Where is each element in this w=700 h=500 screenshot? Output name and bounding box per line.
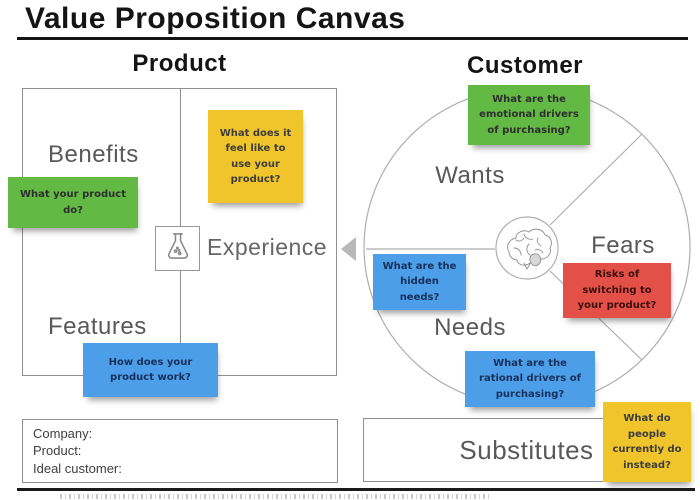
substitutes-label: Substitutes bbox=[459, 434, 594, 465]
sticky-note-benefits: What your product do? bbox=[8, 177, 138, 228]
bottom-rule bbox=[17, 488, 695, 491]
needs-label: Needs bbox=[434, 314, 506, 341]
fears-label: Fears bbox=[591, 232, 655, 259]
flask-icon-box bbox=[155, 226, 200, 271]
sticky-note-fears: Risks of switching to your product? bbox=[563, 263, 671, 318]
sticky-note-features: How does your product work? bbox=[83, 343, 218, 397]
product-field-label: Product: bbox=[33, 443, 82, 459]
sticky-note-substitutes: What do people currently do instead? bbox=[603, 402, 691, 482]
wants-label: Wants bbox=[435, 162, 505, 189]
flask-icon bbox=[161, 229, 195, 268]
company-info-box: Company: Product: Ideal customer: bbox=[22, 419, 338, 483]
brain-circle bbox=[495, 216, 559, 280]
sticky-note-wants: What are the emotional drivers of purcha… bbox=[468, 85, 590, 145]
sticky-note-rational-drivers: What are the rational drivers of purchas… bbox=[465, 351, 595, 407]
ideal-customer-field-label: Ideal customer: bbox=[33, 460, 122, 476]
customer-section-header: Customer bbox=[466, 52, 584, 79]
title-underline bbox=[17, 37, 688, 40]
experience-label: Experience bbox=[207, 234, 328, 260]
company-field-label: Company: bbox=[33, 426, 93, 442]
benefits-label: Benefits bbox=[48, 141, 139, 168]
product-section-header: Product bbox=[132, 50, 227, 77]
features-label: Features bbox=[48, 313, 147, 340]
sector-line-upper-right bbox=[549, 133, 643, 226]
left-arrow-icon bbox=[341, 237, 356, 261]
attribution-text-cut-off bbox=[60, 494, 490, 499]
page-title: Value Proposition Canvas bbox=[25, 2, 406, 35]
sticky-note-experience: What does it feel like to use your produ… bbox=[208, 110, 303, 203]
brain-icon bbox=[507, 228, 552, 270]
sticky-note-hidden-needs: What are the hidden needs? bbox=[373, 254, 466, 310]
